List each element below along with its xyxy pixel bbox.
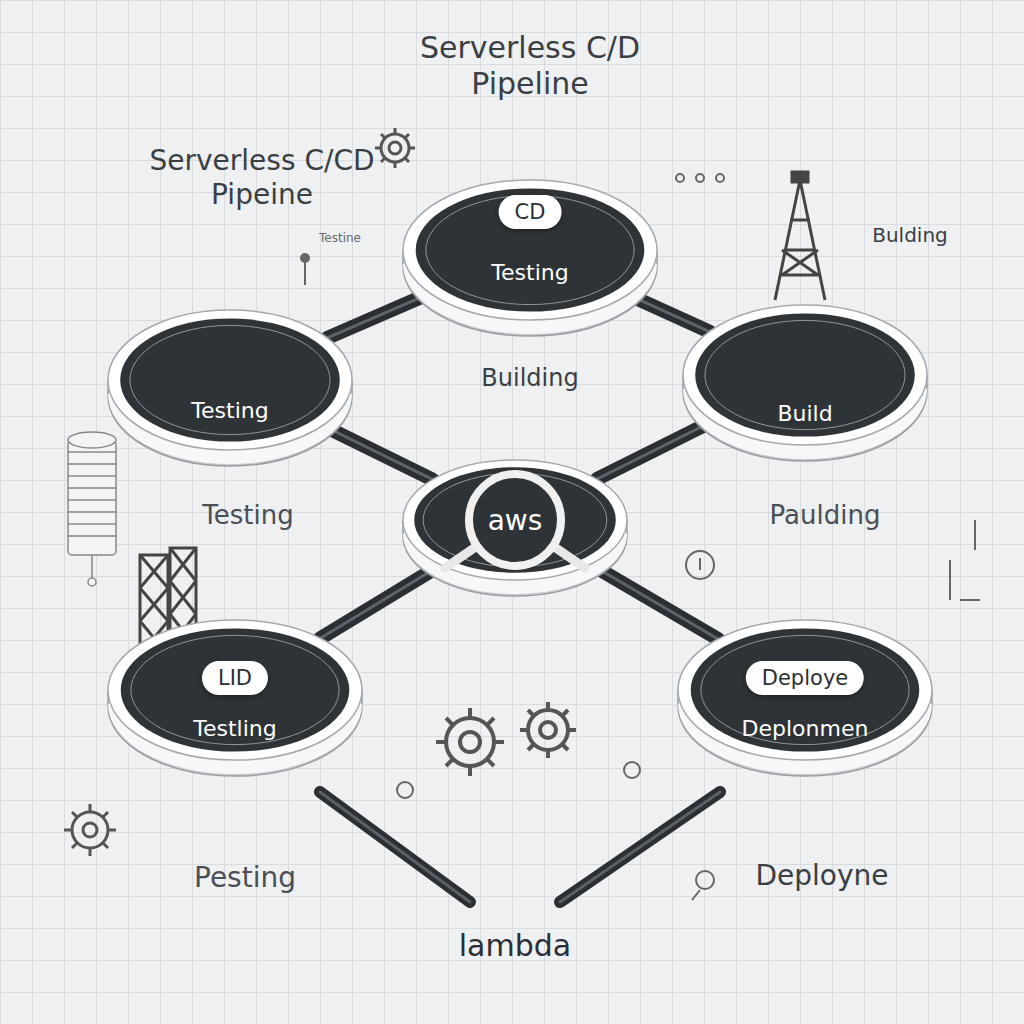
pipeline-stage-disk: CD Testing — [400, 178, 660, 338]
annotation-label: Serverless C/CD Pipeine — [147, 144, 377, 211]
stage-name: Testling — [193, 716, 276, 741]
annotation-label: Testine — [319, 231, 361, 245]
stage-name: aws — [488, 504, 543, 537]
stage-name: Testing — [491, 260, 568, 285]
annotation-label: Deployne — [755, 859, 888, 893]
pipe-connector — [320, 565, 441, 638]
pipeline-stage-disk: Build — [680, 303, 930, 463]
annotation-label: Bulding — [872, 223, 948, 247]
annotation-label: lambda — [459, 928, 571, 964]
disk-shape — [680, 303, 930, 463]
stage-name: Deplonmen — [742, 716, 869, 741]
cloud-label: CD — [499, 195, 562, 229]
stage-name: Testing — [191, 398, 268, 423]
annotation-label: Paulding — [770, 500, 881, 531]
disk-shape — [105, 618, 365, 778]
annotation-label: Testing — [202, 500, 293, 531]
pipe-connector — [327, 293, 430, 338]
pipeline-stage-disk: LID Testling — [105, 618, 365, 778]
pipeline-stage-disk: aws — [400, 458, 630, 598]
cloud-label: LID — [202, 661, 268, 695]
pipeline-stage-disk: DeployeDeplonmen — [675, 618, 935, 778]
annotation-label: Pesting — [194, 861, 296, 895]
diagram-title: Serverless C/D Pipeline — [395, 30, 665, 102]
pipe-connector — [597, 421, 713, 479]
disk-shape — [675, 618, 935, 778]
disk-shape — [105, 308, 355, 468]
pipe-connector — [591, 564, 718, 639]
pipe-connector — [323, 426, 433, 480]
cloud-label: Deploye — [746, 661, 864, 695]
annotation-label: Building — [481, 364, 578, 393]
stage-name: Build — [777, 401, 832, 426]
pipeline-stage-disk: Testing — [105, 308, 355, 468]
